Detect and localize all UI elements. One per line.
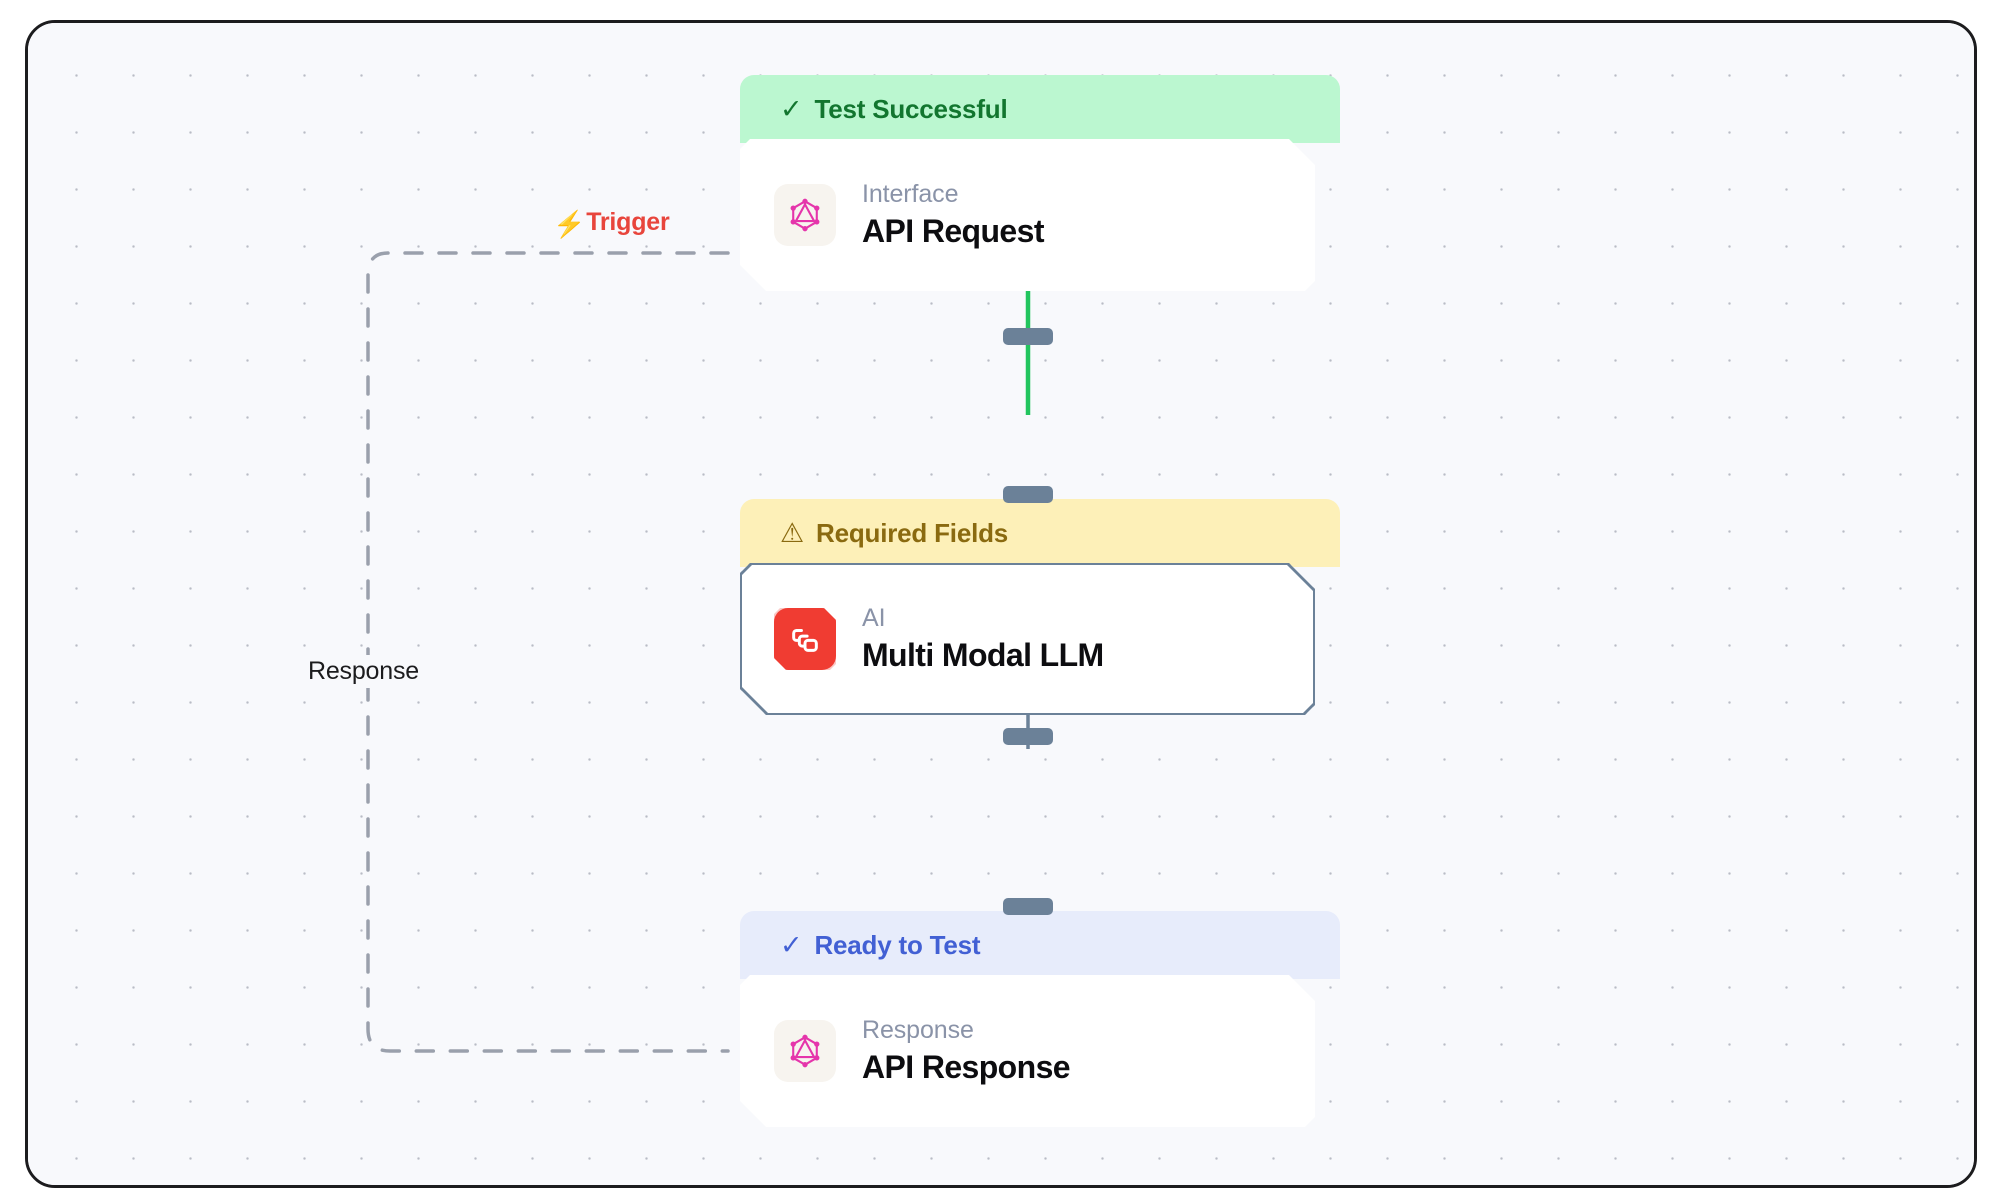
node-kind-label: Response (862, 1016, 974, 1044)
flow-builder-frame: ⚡ Trigger Response ✓ Test Successful (25, 20, 1977, 1188)
node-api-request[interactable]: ✓ Test Successful (740, 75, 1340, 291)
warning-triangle-icon: ⚠ (780, 517, 805, 548)
node-card-api-request[interactable]: Interface API Request (740, 139, 1315, 291)
edge-label-response-text: Response (308, 657, 419, 685)
node-title-label: API Response (862, 1049, 1070, 1085)
edge-label-response[interactable]: Response (302, 655, 425, 688)
handle-llm-source[interactable] (1003, 728, 1053, 745)
handle-api-request-source[interactable] (1003, 328, 1053, 345)
edge-trigger-path (366, 251, 730, 1053)
node-title-label: Multi Modal LLM (862, 637, 1104, 673)
node-card-multi-modal-llm[interactable]: AI Multi Modal LLM (740, 563, 1315, 715)
node-text-block: Interface API Request (862, 180, 1044, 250)
node-multi-modal-llm[interactable]: ⚠ Required Fields AI Multi Modal LLM (740, 499, 1340, 715)
graphql-icon (774, 184, 836, 246)
handle-llm-target[interactable] (1003, 486, 1053, 503)
node-api-response[interactable]: ✓ Ready to Test (740, 911, 1340, 1127)
edge-label-trigger-text: Trigger (586, 208, 670, 236)
node-status-banner-success: ✓ Test Successful (740, 75, 1340, 143)
edge-label-trigger[interactable]: ⚡ Trigger (553, 208, 670, 237)
check-icon: ✓ (780, 929, 803, 960)
check-icon: ✓ (780, 93, 803, 124)
node-kind-label: Interface (862, 180, 959, 208)
node-status-banner-ready: ✓ Ready to Test (740, 911, 1340, 979)
node-status-label: Test Successful (814, 93, 1008, 124)
lightning-bolt-icon: ⚡ (553, 208, 586, 239)
node-title-label: API Request (862, 213, 1044, 249)
node-card-api-response[interactable]: Response API Response (740, 975, 1315, 1127)
node-status-label: Ready to Test (814, 929, 981, 960)
node-kind-label: AI (862, 604, 886, 632)
ai-links-icon (774, 608, 836, 670)
graphql-icon (774, 1020, 836, 1082)
node-text-block: Response API Response (862, 1016, 1070, 1086)
handle-api-response-target[interactable] (1003, 898, 1053, 915)
flow-canvas[interactable]: ⚡ Trigger Response ✓ Test Successful (28, 23, 1974, 1185)
node-text-block: AI Multi Modal LLM (862, 604, 1104, 674)
node-status-label: Required Fields (816, 517, 1009, 548)
node-status-banner-warning: ⚠ Required Fields (740, 499, 1340, 567)
